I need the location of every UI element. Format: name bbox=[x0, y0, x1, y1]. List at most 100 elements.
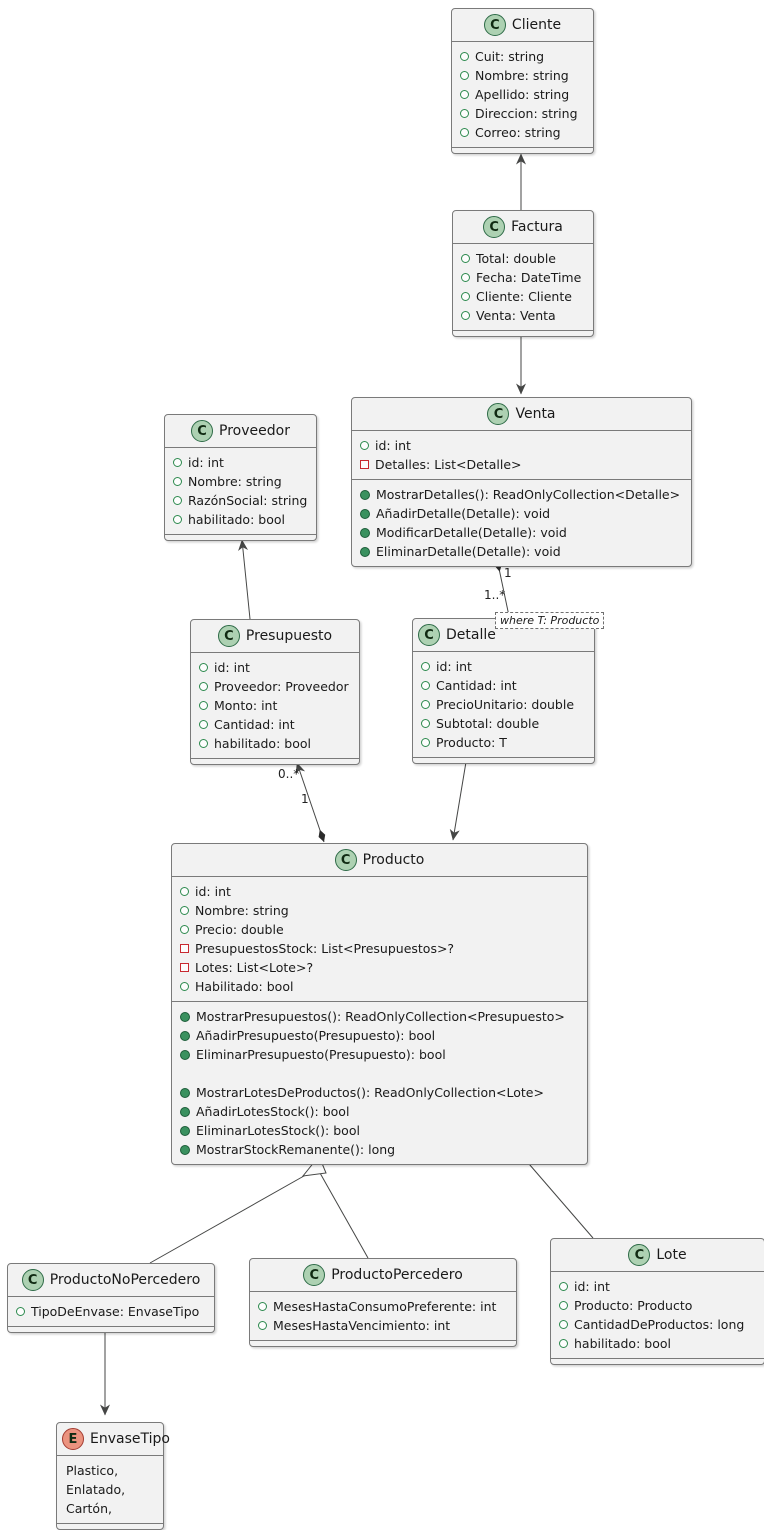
public-field-icon bbox=[461, 254, 470, 263]
attributes-section: MesesHastaConsumoPreferente: int MesesHa… bbox=[250, 1291, 516, 1340]
attribute-row: id: int bbox=[352, 436, 691, 455]
method-row: ModificarDetalle(Detalle): void bbox=[352, 523, 691, 542]
public-field-icon bbox=[258, 1321, 267, 1330]
attribute-row: Cantidad: int bbox=[191, 715, 359, 734]
public-field-icon bbox=[461, 273, 470, 282]
public-field-icon bbox=[173, 496, 182, 505]
class-icon: C bbox=[487, 403, 510, 425]
class-productonopercedero: C ProductoNoPercedero TipoDeEnvase: Enva… bbox=[7, 1263, 215, 1333]
edge-inherit-productonopercedero bbox=[149, 1171, 312, 1264]
public-field-icon bbox=[180, 982, 189, 991]
private-field-icon bbox=[360, 460, 369, 469]
public-field-icon bbox=[180, 887, 189, 896]
attribute-text: habilitado: bool bbox=[188, 512, 285, 527]
attribute-text: RazónSocial: string bbox=[188, 493, 308, 508]
attribute-text: Total: double bbox=[476, 251, 556, 266]
attribute-row: PrecioUnitario: double bbox=[413, 695, 594, 714]
public-method-icon bbox=[360, 489, 370, 500]
edge-presupuesto-proveedor bbox=[238, 539, 251, 620]
attribute-text: id: int bbox=[375, 438, 411, 453]
class-lote: C Lote id: int Producto: Producto Cantid… bbox=[550, 1238, 764, 1365]
attribute-text: Fecha: DateTime bbox=[476, 270, 582, 285]
edge-inherit-productopercedero bbox=[319, 1172, 369, 1259]
public-method-icon bbox=[180, 1030, 190, 1041]
attribute-row: Correo: string bbox=[452, 123, 593, 142]
attributes-section: TipoDeEnvase: EnvaseTipo bbox=[8, 1296, 214, 1326]
class-icon: C bbox=[21, 1269, 44, 1291]
attribute-text: PrecioUnitario: double bbox=[436, 697, 575, 712]
class-header: C ProductoNoPercedero bbox=[8, 1264, 214, 1296]
empty-methods-compartment bbox=[165, 534, 316, 540]
class-header: C Venta bbox=[352, 398, 691, 430]
method-text: AñadirPresupuesto(Presupuesto): bool bbox=[196, 1028, 436, 1043]
attribute-text: habilitado: bool bbox=[214, 736, 311, 751]
public-field-icon bbox=[461, 311, 470, 320]
class-title: Factura bbox=[511, 219, 563, 235]
class-title: Cliente bbox=[511, 17, 562, 33]
class-header: C Factura bbox=[453, 211, 593, 243]
enum-value-row: Cartón, bbox=[57, 1499, 163, 1518]
class-icon: C bbox=[483, 216, 506, 238]
attribute-text: Nombre: string bbox=[475, 68, 569, 83]
public-method-icon bbox=[180, 1011, 190, 1022]
private-field-icon bbox=[180, 963, 189, 972]
class-icon: C bbox=[628, 1244, 651, 1266]
public-field-icon bbox=[421, 719, 430, 728]
class-icon: C bbox=[483, 14, 506, 36]
attribute-row: habilitado: bool bbox=[551, 1334, 764, 1353]
public-field-icon bbox=[460, 128, 469, 137]
attribute-text: id: int bbox=[574, 1279, 610, 1294]
attribute-row: MesesHastaVencimiento: int bbox=[250, 1316, 516, 1335]
attribute-text: Producto: T bbox=[436, 735, 507, 750]
attribute-text: Detalles: List<Detalle> bbox=[375, 457, 522, 472]
attribute-row: id: int bbox=[551, 1277, 764, 1296]
empty-methods-compartment bbox=[250, 1340, 516, 1346]
public-field-icon bbox=[421, 738, 430, 747]
class-icon: C bbox=[334, 849, 357, 871]
public-field-icon bbox=[559, 1320, 568, 1329]
public-method-icon bbox=[180, 1049, 190, 1060]
attribute-text: Cantidad: int bbox=[436, 678, 517, 693]
method-text: AñadirLotesStock(): bool bbox=[196, 1104, 350, 1119]
attribute-row: RazónSocial: string bbox=[165, 491, 316, 510]
public-field-icon bbox=[173, 515, 182, 524]
class-header: C Proveedor bbox=[165, 415, 316, 447]
attribute-text: Proveedor: Proveedor bbox=[214, 679, 349, 694]
public-field-icon bbox=[559, 1282, 568, 1291]
empty-methods-compartment bbox=[413, 757, 594, 763]
public-method-icon bbox=[360, 508, 370, 519]
method-text: MostrarStockRemanente(): long bbox=[196, 1142, 396, 1157]
method-row: AñadirLotesStock(): bool bbox=[172, 1102, 587, 1121]
enum-value-text: Cartón, bbox=[66, 1501, 112, 1516]
class-title: Proveedor bbox=[219, 423, 290, 439]
attribute-row: Direccion: string bbox=[452, 104, 593, 123]
public-field-icon bbox=[173, 477, 182, 486]
attribute-row: Nombre: string bbox=[452, 66, 593, 85]
multiplicity-presupuesto-end: 0..* bbox=[278, 767, 300, 781]
attribute-row: habilitado: bool bbox=[191, 734, 359, 753]
method-row: MostrarStockRemanente(): long bbox=[172, 1140, 587, 1159]
attribute-text: TipoDeEnvase: EnvaseTipo bbox=[31, 1304, 200, 1319]
attribute-row: habilitado: bool bbox=[165, 510, 316, 529]
class-producto: C Producto id: int Nombre: string Precio… bbox=[171, 843, 588, 1165]
attribute-text: Producto: Producto bbox=[574, 1298, 693, 1313]
attribute-text: Correo: string bbox=[475, 125, 561, 140]
method-row: MostrarDetalles(): ReadOnlyCollection<De… bbox=[352, 485, 691, 504]
attribute-text: Apellido: string bbox=[475, 87, 570, 102]
attribute-row: id: int bbox=[413, 657, 594, 676]
class-title: Producto bbox=[362, 852, 425, 868]
empty-methods-compartment bbox=[453, 330, 593, 336]
attribute-row: Venta: Venta bbox=[453, 306, 593, 325]
attribute-text: id: int bbox=[214, 660, 250, 675]
class-proveedor: C Proveedor id: int Nombre: string Razón… bbox=[164, 414, 317, 541]
attribute-text: PresupuestosStock: List<Presupuestos>? bbox=[195, 941, 455, 956]
attribute-text: Cantidad: int bbox=[214, 717, 295, 732]
public-field-icon bbox=[460, 109, 469, 118]
method-text: AñadirDetalle(Detalle): void bbox=[376, 506, 551, 521]
attributes-section: id: int Producto: Producto CantidadDePro… bbox=[551, 1271, 764, 1358]
multiplicity-detalle-end: 1..* bbox=[484, 588, 506, 602]
method-text: MostrarLotesDeProductos(): ReadOnlyColle… bbox=[196, 1085, 544, 1100]
class-presupuesto: C Presupuesto id: int Proveedor: Proveed… bbox=[190, 619, 360, 765]
attribute-text: id: int bbox=[195, 884, 231, 899]
class-header: C Detalle bbox=[413, 619, 594, 651]
